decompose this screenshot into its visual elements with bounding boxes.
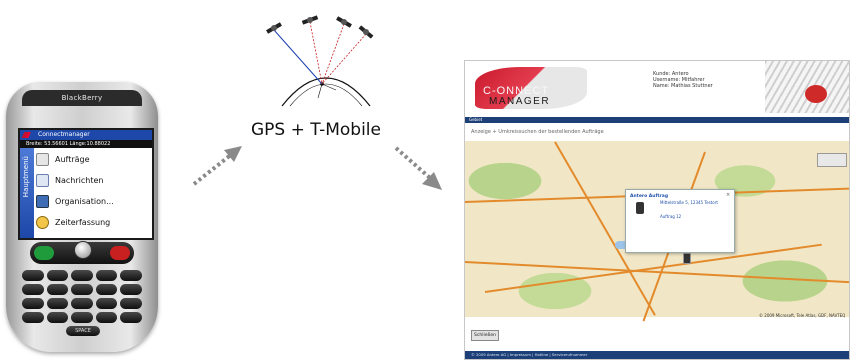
nav-bar-label[interactable]: Gebiet (469, 117, 483, 122)
axis-line (321, 83, 337, 91)
phone-side-label: Hauptmenü (22, 156, 30, 198)
phone-key[interactable] (95, 284, 118, 295)
phone-key[interactable] (46, 270, 69, 281)
popup-title: Antero Auftrag (630, 194, 669, 199)
header-artwork (765, 61, 849, 113)
close-button[interactable]: Schließen (471, 330, 499, 341)
phone-menu-item-auftraege[interactable]: Aufträge (36, 150, 152, 168)
phone-top-bezel (22, 90, 142, 106)
clock-icon (36, 215, 49, 229)
phone-menu-item-nachrichten[interactable]: Nachrichten (36, 171, 152, 189)
connect-logo-icon (21, 132, 37, 138)
meta-kunde: Kunde: Antero (653, 71, 689, 77)
phone-key[interactable] (46, 298, 69, 309)
brand-logo (475, 67, 587, 109)
brand-text-line2: MANAGER (489, 96, 551, 107)
satellite-icon (301, 15, 319, 25)
arrow-right (394, 146, 442, 190)
app-footer (465, 351, 849, 359)
arrow-head-icon (224, 146, 242, 162)
phone-key[interactable] (120, 312, 142, 323)
phone-side-panel (20, 148, 34, 238)
popup-close-icon[interactable]: × (726, 192, 731, 198)
phone-key[interactable] (120, 284, 142, 295)
phone-key[interactable] (120, 270, 142, 281)
phone-key[interactable] (22, 284, 44, 295)
mail-icon (36, 173, 49, 187)
phone-marker-icon (636, 202, 644, 214)
phone-menu-item-organisation[interactable]: Organisation... (36, 192, 152, 210)
phone-key[interactable] (95, 270, 118, 281)
signal-line (321, 33, 367, 85)
phone-menu-label: Nachrichten (55, 175, 104, 185)
phone-key[interactable] (22, 312, 44, 323)
phone-key[interactable] (95, 312, 118, 323)
phone-keyboard (22, 270, 142, 323)
signal-line (273, 29, 323, 85)
phone-menu-item-zeiterfassung[interactable]: Zeiterfassung (36, 213, 152, 231)
phone-key[interactable] (46, 284, 69, 295)
connect-manager-screenshot: C-ONNECT MANAGER Kunde: Antero Username:… (464, 60, 850, 360)
document-icon (36, 152, 49, 166)
signal-line (309, 21, 323, 85)
phone-key[interactable] (22, 270, 44, 281)
phone-app-title: Connectmanager (38, 131, 90, 138)
arrow-head-icon (422, 172, 442, 190)
map-phone-marker-icon[interactable] (683, 253, 691, 264)
user-meta: Kunde: Antero Username: Mitfahrer Name: … (653, 71, 713, 89)
popup-address-link[interactable]: Mittelstraße 5, 12345 Testort (660, 200, 718, 205)
space-key[interactable]: SPACE (66, 326, 100, 336)
brand-text-line1: C-ONNECT (483, 85, 550, 97)
section-subtitle: Anzeige + Umkreissuchen der bestellenden… (471, 129, 604, 135)
popup-order-link[interactable]: Auftrag 12 (660, 214, 682, 219)
satellite-icon (358, 25, 374, 39)
phone-screen: Connectmanager Breite: 53.56601 Länge:10… (18, 128, 154, 240)
dotted-arrow-line (192, 152, 234, 186)
footer-text: © 2009 Antero AG | Impressum | Hotline |… (471, 352, 588, 357)
trackball[interactable] (74, 241, 92, 259)
phone-menu-label: Organisation... (55, 196, 114, 206)
earth-arc (281, 77, 371, 107)
nav-bar (465, 117, 849, 123)
earth-arc-inner (289, 83, 363, 107)
map-zoom-control[interactable] (817, 153, 847, 167)
phone-key[interactable] (71, 312, 93, 323)
phone-menu-label: Zeiterfassung (55, 217, 111, 227)
phone-gps-coordinates: Breite: 53.56601 Länge:10.88022 (20, 140, 152, 148)
phone-menu-label: Aufträge (55, 154, 90, 164)
phone-key[interactable] (71, 284, 93, 295)
meta-name: Name: Mathias Stuttner (653, 83, 713, 89)
phone-key[interactable] (120, 298, 142, 309)
signal-line (321, 23, 345, 85)
arrow-left (192, 146, 242, 186)
map-info-popup: Antero Auftrag × Mittelstraße 5, 12345 T… (625, 189, 735, 253)
satellite-icon (266, 22, 282, 34)
phone-key[interactable] (22, 298, 44, 309)
phone-app-title-bar: Connectmanager (20, 130, 152, 140)
organisation-icon (36, 194, 49, 208)
end-call-button[interactable] (110, 246, 130, 260)
map-copyright: © 2009 Microsoft, Tele Atlas, GDF, NAVTE… (759, 313, 846, 318)
axis-line (317, 83, 323, 99)
gps-tmobile-label: GPS + T-Mobile (251, 120, 381, 140)
phone-key[interactable] (95, 298, 118, 309)
phone-key[interactable] (71, 298, 93, 309)
satellite-diagram (266, 15, 374, 107)
call-button[interactable] (34, 246, 54, 260)
blackberry-logo: BlackBerry (61, 94, 103, 102)
satellite-icon (336, 16, 352, 28)
phone-key[interactable] (71, 270, 93, 281)
dotted-arrow-line (394, 146, 432, 180)
meta-username: Username: Mitfahrer (653, 77, 705, 83)
phone-key[interactable] (46, 312, 69, 323)
